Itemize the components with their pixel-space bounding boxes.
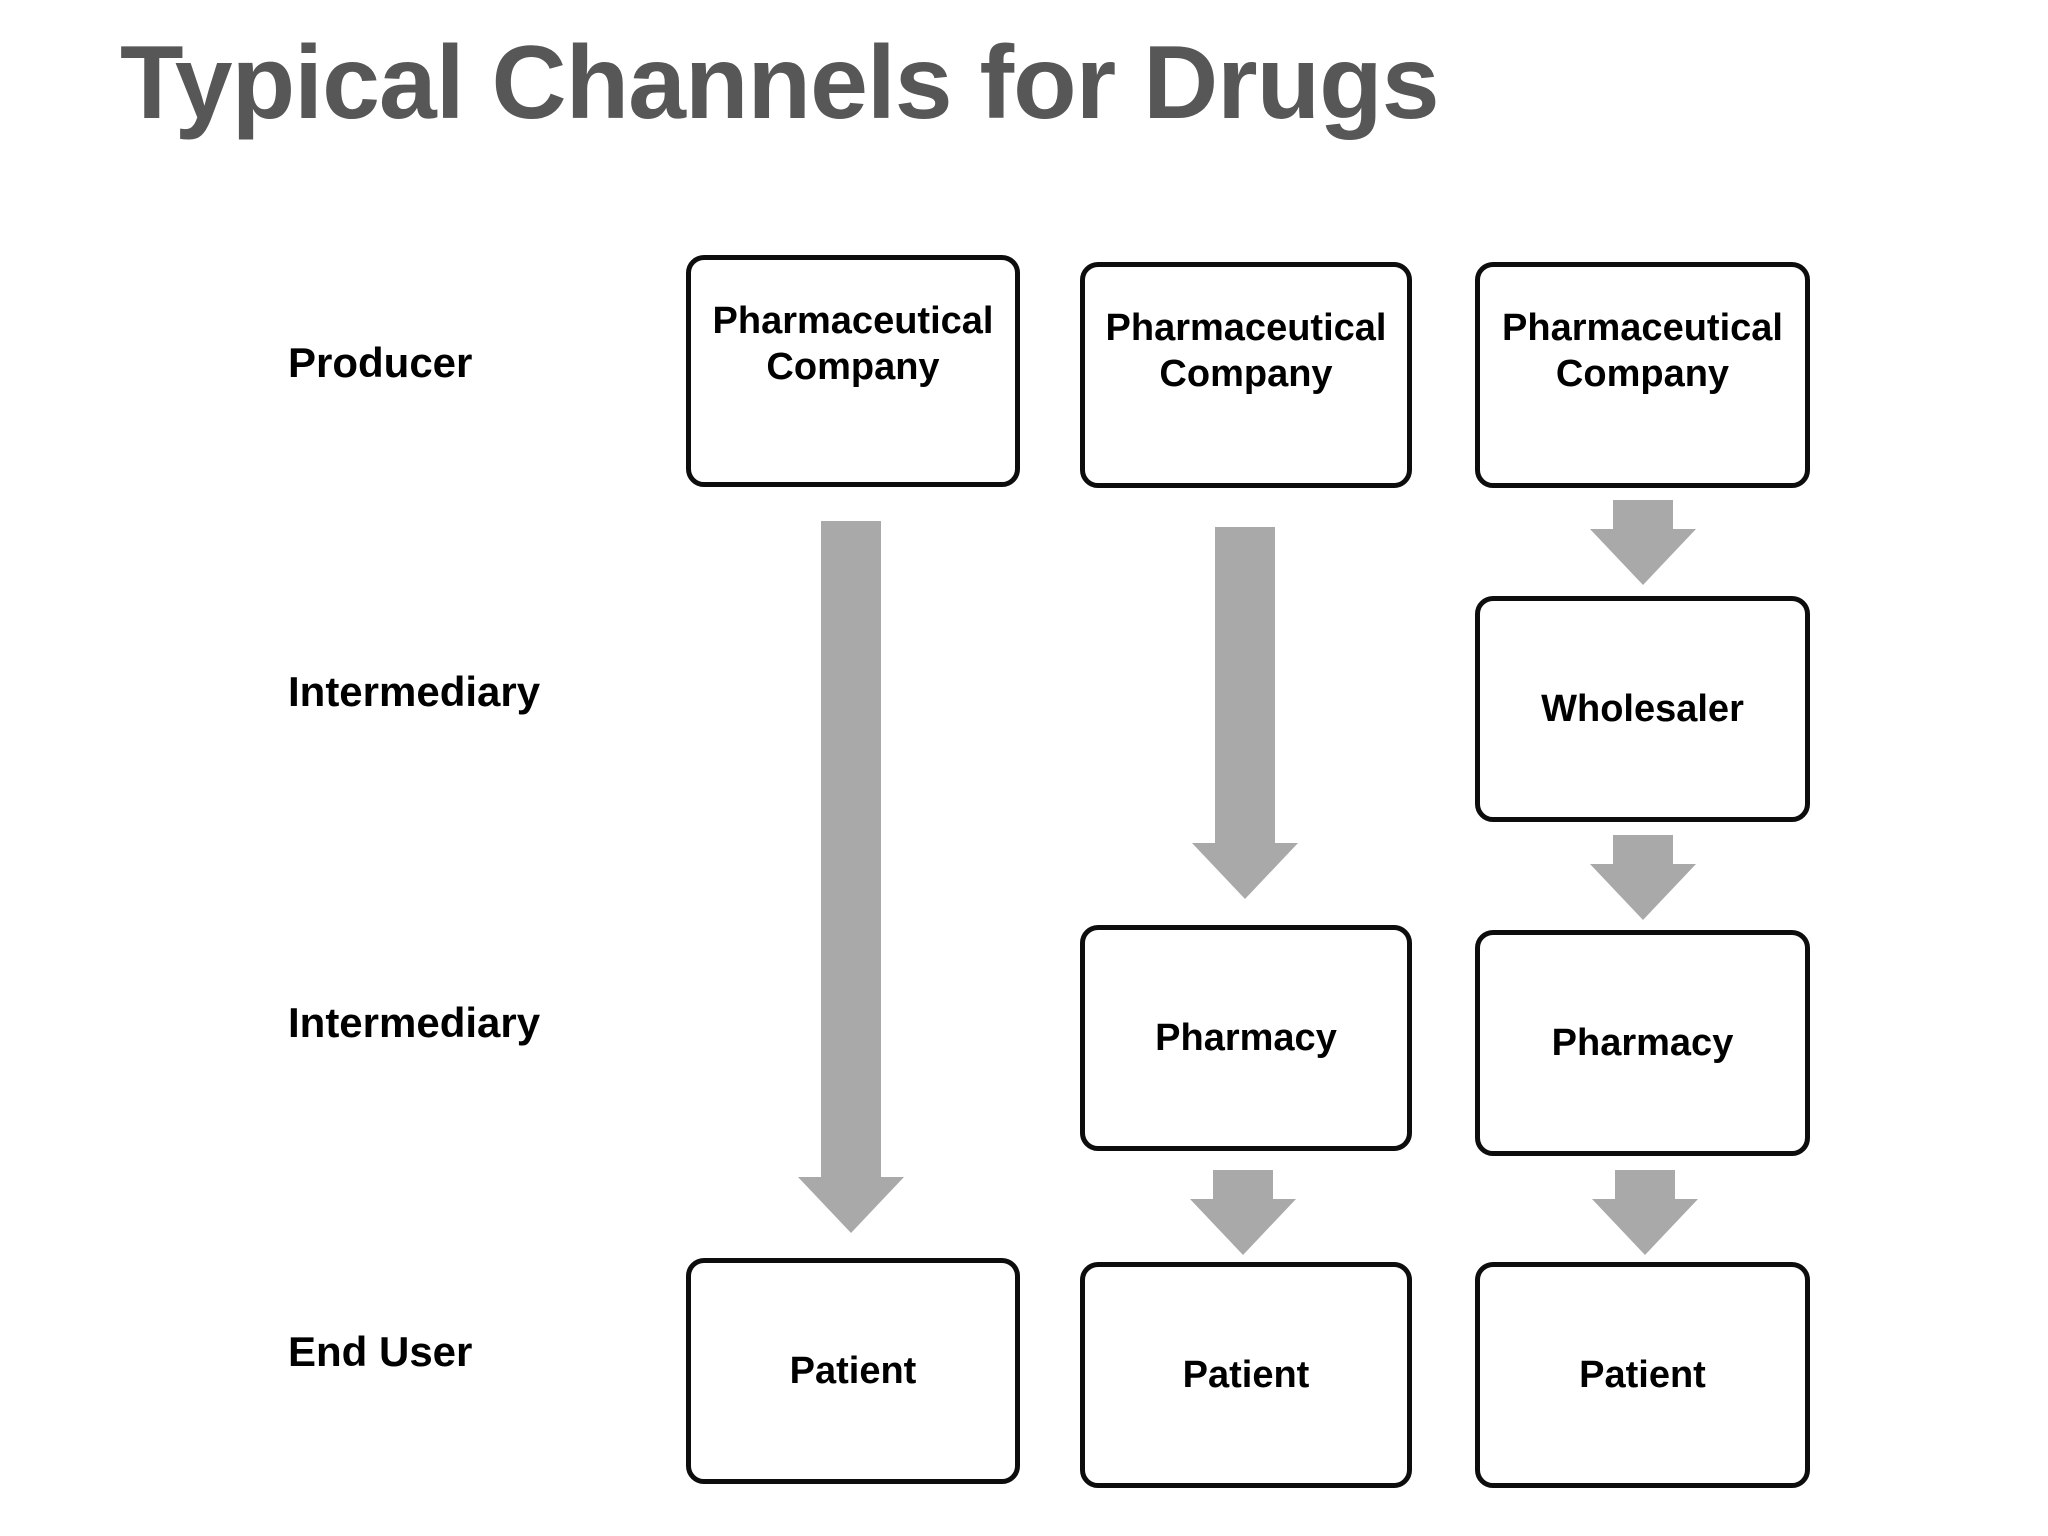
page-title: Typical Channels for Drugs — [120, 25, 1440, 141]
node-pharmacy-channel-2[interactable]: Pharmacy — [1080, 925, 1412, 1151]
node-label-line-2: Company — [1555, 353, 1730, 396]
node-pharmacy-channel-3[interactable]: Pharmacy — [1475, 930, 1810, 1156]
node-label-line-1: Pharmaceutical — [1502, 307, 1783, 349]
node-label-line-1: Wholesaler — [1541, 687, 1744, 730]
node-label: Patient — [1565, 1352, 1720, 1398]
node-label-line-1: Patient — [789, 1349, 917, 1392]
row-label-end-user: End User — [288, 1328, 473, 1375]
node-label: Pharmaceutical Company — [1488, 305, 1797, 398]
arrow-down-channel-2-pharmacy-to-patient — [1190, 1170, 1296, 1255]
node-pharmaceutical-company-channel-2[interactable]: Pharmaceutical Company — [1080, 262, 1412, 488]
node-label-line-1: Pharmacy — [1155, 1016, 1337, 1059]
node-label: Pharmaceutical Company — [699, 298, 1008, 391]
node-label-line-1: Pharmaceutical — [1105, 307, 1387, 349]
row-label-producer: Producer — [288, 339, 473, 386]
node-label-line-2: Company — [1159, 353, 1333, 396]
node-label-line-1: Pharmaceutical — [712, 300, 994, 342]
node-label-line-1: Pharmacy — [1551, 1021, 1734, 1064]
node-label-line-2: Company — [766, 346, 940, 389]
row-label-intermediary-2: Intermediary — [288, 999, 541, 1046]
node-pharmaceutical-company-channel-3[interactable]: Pharmaceutical Company — [1475, 262, 1810, 488]
node-patient-channel-2[interactable]: Patient — [1080, 1262, 1412, 1488]
node-patient-channel-1[interactable]: Patient — [686, 1258, 1020, 1484]
arrow-down-channel-3-pharmacy-to-patient — [1592, 1170, 1698, 1255]
arrow-down-channel-3-producer-to-wholesaler — [1590, 500, 1696, 585]
node-label: Pharmacy — [1538, 1020, 1748, 1066]
node-patient-channel-3[interactable]: Patient — [1475, 1262, 1810, 1488]
node-label-line-1: Patient — [1182, 1353, 1310, 1396]
arrow-down-channel-1-producer-to-patient — [798, 521, 904, 1233]
node-label: Pharmaceutical Company — [1092, 305, 1401, 398]
arrow-down-channel-3-wholesaler-to-pharmacy — [1590, 835, 1696, 920]
node-pharmaceutical-company-channel-1[interactable]: Pharmaceutical Company — [686, 255, 1020, 487]
node-label: Pharmacy — [1141, 1015, 1351, 1061]
node-label: Wholesaler — [1527, 686, 1758, 732]
node-label: Patient — [1169, 1352, 1324, 1398]
arrow-down-channel-2-producer-to-pharmacy — [1192, 527, 1298, 899]
node-wholesaler-channel-3[interactable]: Wholesaler — [1475, 596, 1810, 822]
node-label: Patient — [776, 1348, 931, 1394]
node-label-line-1: Patient — [1579, 1353, 1706, 1396]
row-label-intermediary-1: Intermediary — [288, 668, 541, 715]
